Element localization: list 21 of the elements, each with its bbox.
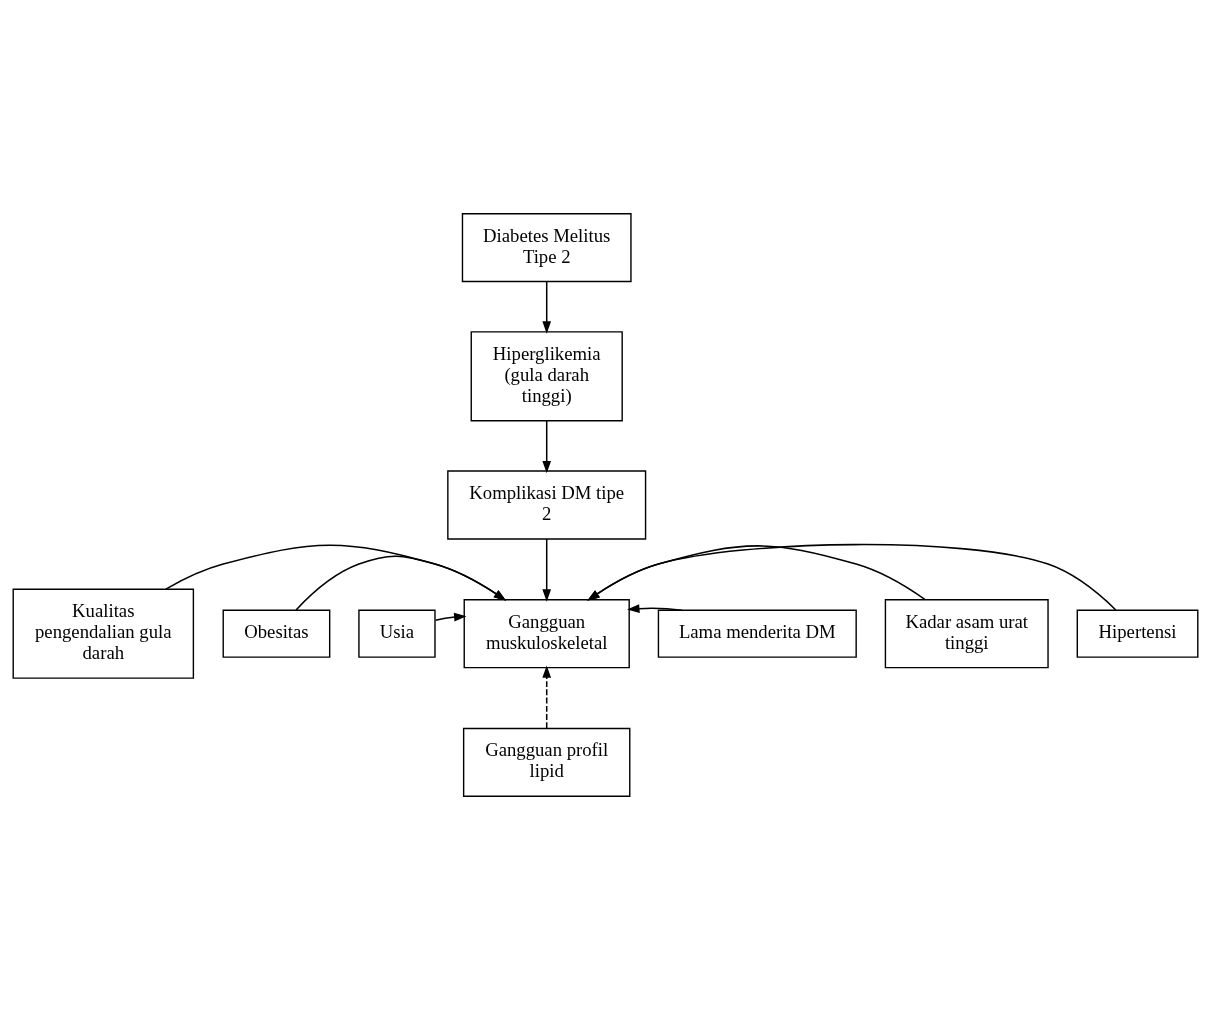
arrow (542, 664, 552, 729)
node-box: Komplikasi DM tipe 2 (447, 469, 647, 540)
arrow (295, 555, 507, 611)
arrow (542, 537, 552, 602)
node-box: Hiperglikemia (gula darah tinggi) (470, 330, 623, 421)
node-box: Obesitas (222, 609, 331, 658)
node-box: Gangguan profil lipid (462, 727, 631, 797)
node-box: Kualitas pengendalian gula darah (12, 588, 195, 679)
node-box: Gangguan muskuloskeletal (463, 598, 630, 668)
node-box: Hipertensi (1076, 609, 1199, 658)
node-box: Kadar asam urat tinggi (884, 598, 1049, 668)
node-box: Lama menderita DM (657, 609, 857, 658)
node-box: Diabetes Melitus Tipe 2 (461, 212, 632, 282)
arrow (434, 612, 467, 621)
node-box: Usia (358, 609, 436, 658)
arrow (587, 544, 926, 601)
arrow (587, 543, 1117, 611)
arrow (542, 419, 552, 473)
arrow (165, 543, 507, 601)
arrow (542, 280, 552, 334)
arrow (627, 603, 683, 613)
